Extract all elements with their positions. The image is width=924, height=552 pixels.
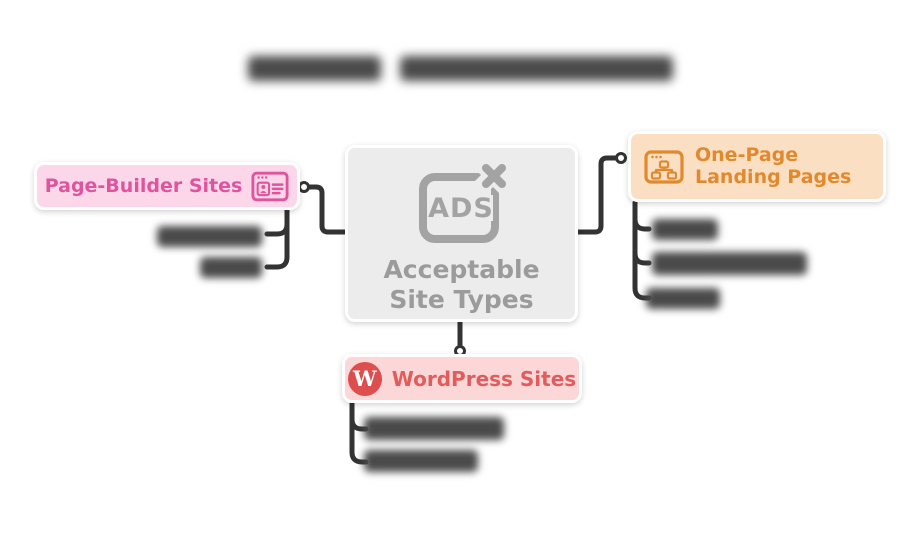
redacted-subitem xyxy=(646,288,720,309)
redacted-subitem xyxy=(364,417,504,440)
wordpress-initial: W xyxy=(352,366,377,391)
node-wordpress-sites: W WordPress Sites xyxy=(342,354,582,403)
connector-dot xyxy=(615,152,627,164)
sitemap-window-icon xyxy=(644,149,684,184)
redacted-title-word xyxy=(248,56,381,81)
ads-blocked-icon: ADS xyxy=(418,158,515,243)
wordpress-icon: W xyxy=(347,361,382,396)
connector-dot xyxy=(298,181,310,193)
center-node-label: Acceptable Site Types xyxy=(383,254,540,314)
redacted-subitem xyxy=(200,257,262,278)
svg-text:ADS: ADS xyxy=(428,193,494,224)
node-one-page-landing-pages: One-Page Landing Pages xyxy=(628,131,886,202)
landing-pages-label: One-Page Landing Pages xyxy=(695,143,852,188)
page-builder-label: Page-Builder Sites xyxy=(44,175,243,197)
redacted-subitem xyxy=(157,226,262,247)
redacted-subitem xyxy=(652,252,807,275)
node-page-builder-sites: Page-Builder Sites xyxy=(34,162,300,210)
wordpress-label: WordPress Sites xyxy=(391,366,577,391)
browser-profile-icon xyxy=(251,171,289,201)
redacted-subitem xyxy=(364,450,478,472)
redacted-subitem xyxy=(652,219,718,240)
redacted-title-word xyxy=(400,56,673,81)
node-acceptable-site-types: ADS Acceptable Site Types xyxy=(345,145,578,322)
